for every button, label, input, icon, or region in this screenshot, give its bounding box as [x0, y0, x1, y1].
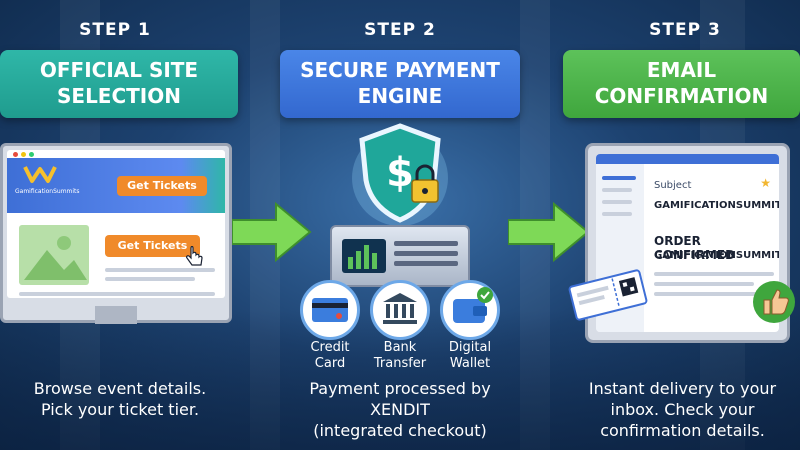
step-3-caption-line2: inbox. Check your	[610, 400, 755, 419]
bank-icon	[370, 280, 430, 340]
email-screen: Subject ★ GAMIFICATIONSUMMIT ORDER CONFI…	[596, 154, 779, 332]
email-subject-value: GAMIFICATIONSUMMIT	[654, 200, 779, 211]
wallet-icon	[440, 280, 500, 340]
step-2-caption-line2: XENDIT	[370, 400, 430, 419]
step-1-caption: Browse event details. Pick your ticket t…	[0, 378, 240, 420]
email-titlebar	[596, 154, 779, 164]
svg-text:$: $	[386, 150, 414, 196]
brand-name: GamificationSummits	[15, 188, 80, 195]
step-3-title: EMAIL CONFIRMATION	[563, 50, 800, 118]
step-2-caption: Payment processed by XENDIT (integrated …	[275, 378, 525, 441]
get-tickets-button-top[interactable]: Get Tickets	[117, 176, 207, 196]
step-2-caption-line1: Payment processed by	[309, 379, 491, 398]
credit-card-label-line2: Card	[314, 356, 346, 371]
credit-card-label-line1: Credit	[310, 340, 350, 355]
window-dots-icon	[13, 152, 34, 157]
ticket-icon	[568, 269, 648, 321]
digital-wallet-label-line1: Digital	[448, 340, 492, 355]
digital-wallet-label: Digital Wallet	[430, 340, 510, 372]
step-3-caption: Instant delivery to your inbox. Check yo…	[565, 378, 800, 441]
brand-logo-icon	[23, 166, 57, 183]
bank-transfer-label-line2: Transfer	[373, 356, 427, 371]
bank-transfer-label: Bank Transfer	[360, 340, 440, 372]
image-placeholder	[19, 225, 89, 285]
step-3-title-line2: CONFIRMATION	[594, 84, 769, 108]
server-icon	[342, 239, 458, 273]
website-screen: GamificationSummits Get Tickets Get Tick…	[7, 150, 225, 298]
step-1-caption-line1: Browse event details.	[33, 379, 207, 398]
digital-wallet-label-line2: Wallet	[449, 356, 491, 371]
credit-card-label: Credit Card	[290, 340, 370, 372]
hand-pointer-icon	[186, 246, 203, 266]
step-3-title-line1: EMAIL	[646, 58, 717, 82]
thumbs-up-icon	[753, 281, 795, 323]
step-2-title: SECURE PAYMENT ENGINE	[280, 50, 520, 118]
order-confirmed-heading: ORDER CONFIRMED	[654, 234, 736, 262]
step-2-caption-line3: (integrated checkout)	[313, 421, 487, 440]
step-3-caption-line1: Instant delivery to your	[588, 379, 777, 398]
order-confirmed-subheading: GAMIFICATIONSUMMIT	[654, 250, 779, 261]
step-3-label: STEP 3	[649, 20, 721, 40]
bank-transfer-label-line1: Bank	[383, 340, 417, 355]
step-1-title: OFFICIAL SITE SELECTION	[0, 50, 238, 118]
step-1-title-line1: OFFICIAL SITE	[39, 58, 199, 82]
step-2-label: STEP 2	[364, 20, 436, 40]
step-2-title-line2: ENGINE	[357, 84, 443, 108]
get-tickets-button-bottom[interactable]: Get Tickets	[105, 235, 200, 257]
star-icon: ★	[760, 176, 771, 190]
website-header: GamificationSummits Get Tickets	[7, 158, 225, 213]
step-1-caption-line2: Pick your ticket tier.	[40, 400, 200, 419]
payment-server	[330, 225, 470, 287]
credit-card-icon	[300, 280, 360, 340]
image-icon	[24, 236, 87, 280]
arrow-right-icon-2	[508, 201, 590, 263]
step-2-title-line1: SECURE PAYMENT	[300, 58, 500, 82]
security-shield-icon: $	[352, 123, 448, 226]
step-1-title-line2: SELECTION	[57, 84, 181, 108]
website-monitor: GamificationSummits Get Tickets Get Tick…	[0, 143, 232, 324]
step-3-caption-line3: confirmation details.	[600, 421, 765, 440]
monitor-stand	[95, 306, 137, 324]
email-subject-label: Subject	[654, 180, 692, 191]
step-1-label: STEP 1	[79, 20, 151, 40]
arrow-right-icon-1	[232, 201, 312, 263]
